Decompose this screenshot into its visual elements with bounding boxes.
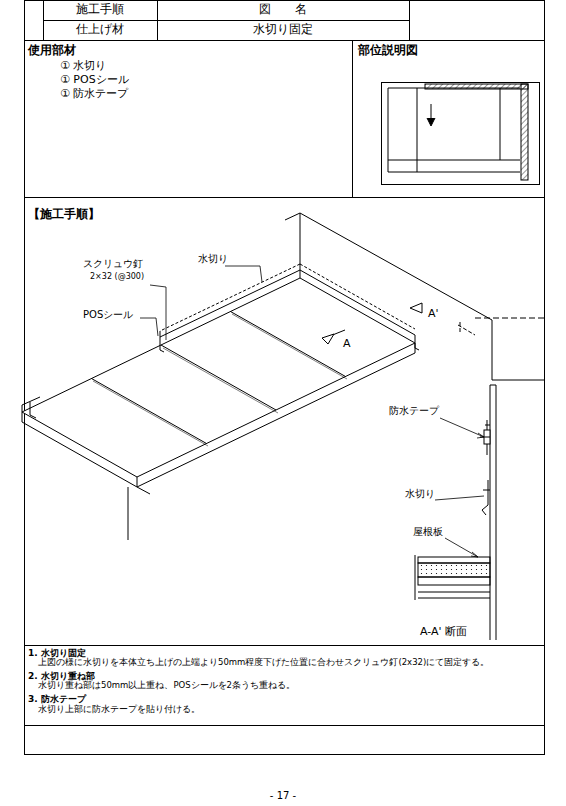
section-heading: 【施工手順】 bbox=[28, 208, 100, 222]
part-label: 防水テープ bbox=[389, 405, 439, 417]
part-label: POSシール bbox=[83, 309, 133, 321]
header-cell: 施工手順 bbox=[44, 3, 156, 17]
note-text: 水切り重ね部は50mm以上重ね、POSシールを2条うち重ねる。 bbox=[38, 681, 540, 691]
note-text: 水切り上部に防水テープを貼り付ける。 bbox=[38, 705, 540, 715]
note-heading: 1. 水切り固定 bbox=[28, 648, 86, 658]
part-label: 水切り bbox=[405, 488, 435, 500]
section-mark: A' bbox=[428, 308, 439, 321]
section-title: A-A' 断面 bbox=[420, 626, 467, 639]
drawing-title: 水切り固定 bbox=[158, 23, 408, 37]
part-item: ① POSシール bbox=[60, 74, 129, 87]
header-cell: 仕上げ材 bbox=[44, 23, 156, 37]
roof-illustration bbox=[22, 213, 545, 540]
part-label: 屋根板 bbox=[413, 526, 443, 538]
part-label: 水切り bbox=[198, 253, 228, 265]
section-heading: 部位説明図 bbox=[358, 44, 418, 58]
page-number: - 17 - bbox=[233, 790, 333, 802]
leader-lines bbox=[140, 266, 484, 557]
location-diagram bbox=[382, 83, 540, 185]
note-heading: 2. 水切り重ね部 bbox=[28, 671, 95, 681]
part-label: スクリュウ釘 bbox=[83, 258, 143, 270]
note-text: 上図の様に水切りを本体立ち上げの上端より50mm程度下げた位置に合わせスクリュウ… bbox=[38, 658, 540, 668]
header-cell: 図 名 bbox=[158, 3, 408, 17]
section-heading: 使用部材 bbox=[28, 44, 76, 58]
section-mark: A bbox=[343, 338, 351, 351]
section-aa bbox=[415, 385, 496, 640]
part-item: ① 防水テープ bbox=[60, 88, 128, 101]
note-heading: 3. 防水テープ bbox=[28, 694, 86, 704]
dimension-note: 2×32 (@300) bbox=[90, 272, 144, 281]
part-item: ① 水切り bbox=[60, 60, 106, 73]
